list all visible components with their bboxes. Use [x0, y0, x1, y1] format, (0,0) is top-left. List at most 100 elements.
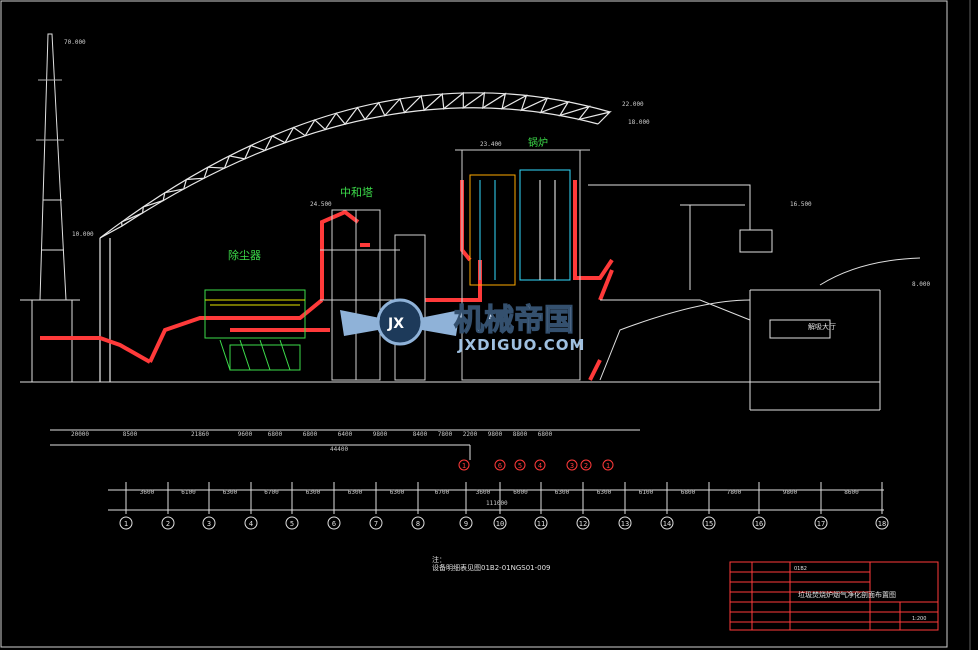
grid-axis-label: 5: [290, 520, 294, 528]
dust-collector: [204, 289, 306, 371]
red-marker-label: 1: [606, 462, 610, 470]
wing-right-icon: [420, 310, 460, 336]
span-labels: 3600 6100 6300 6700 6300 6300 6300 6700 3600 6000…: [71, 431, 859, 496]
span-bottom-label: 3600: [140, 489, 155, 496]
span-bottom-label: 6300: [555, 489, 570, 496]
span-bottom-label: 6000: [513, 489, 528, 496]
grid-axis-label: 9: [464, 520, 468, 528]
grid-axis-circle: [459, 516, 473, 530]
grid-axis-circle: [660, 516, 674, 530]
red-marker-circle: [534, 459, 546, 471]
grid-axis-circle: [161, 516, 175, 530]
elevation-marks: 70.000 22.000 18.000 23.400 24.500 16.50…: [64, 39, 930, 288]
grid-axis-label: 18: [878, 520, 886, 528]
span-top-label: 6800: [268, 431, 283, 438]
red-marker-circle: [458, 459, 470, 471]
grid-axis-circle: [618, 516, 632, 530]
note-title: 注：: [432, 555, 446, 564]
grid-axis-circle: [244, 516, 258, 530]
span-top-label: 8500: [123, 431, 138, 438]
watermark-logo: JX: [340, 298, 460, 346]
grid-axis-circle: [875, 516, 889, 530]
grid-axis-label: 15: [705, 520, 713, 528]
grid-axis-circle: [285, 516, 299, 530]
boiler: [455, 149, 590, 381]
label-workshop: 解吸大厅: [808, 322, 836, 331]
label-boiler: 锅炉: [528, 137, 548, 149]
grid-axis-label: 11: [537, 520, 545, 528]
grid-axis-label: 10: [496, 520, 504, 528]
title-block-sheet: 1:200: [912, 616, 926, 622]
elev-roof-peak: 22.000: [622, 101, 644, 108]
elev-tower-top: 24.500: [310, 201, 332, 208]
elev-chimney-top: 70.000: [64, 39, 86, 46]
span-top-label: 7800: [438, 431, 453, 438]
title-block-drawing-name: 垃圾焚烧炉烟气净化剖面布置图: [798, 590, 896, 599]
red-marker-label: 2: [584, 462, 588, 470]
grid-axis-circle: [814, 516, 828, 530]
span-top-label: 6400: [338, 431, 353, 438]
span-top-label: 21860: [191, 431, 209, 438]
span-bottom-label: 6800: [681, 489, 696, 496]
watermark-brand: 机械帝国: [454, 303, 574, 338]
span-top-label: 9800: [373, 431, 388, 438]
grid-axis-circle: [411, 516, 425, 530]
span-bottom-label: 6700: [435, 489, 450, 496]
label-neutralization-tower: 中和塔: [340, 186, 373, 199]
grid-axis-circle: [327, 516, 341, 530]
watermark-url: JXDIGUO.COM: [457, 336, 585, 354]
span-top-label: 8400: [413, 431, 428, 438]
red-marker-circle: [580, 459, 592, 471]
grid-axis-circle: [534, 516, 548, 530]
grid-axis-label: 13: [621, 520, 629, 528]
span-bottom-label: 6300: [597, 489, 612, 496]
grid-axis-circle: [119, 516, 133, 530]
span-bottom-label: 6100: [639, 489, 654, 496]
span-bottom-label: 3600: [476, 489, 491, 496]
red-marker-label: 3: [570, 462, 574, 470]
grid-axis-circle: [202, 516, 216, 530]
red-marker-label: 1: [462, 462, 466, 470]
span-bottom-label: 6300: [348, 489, 363, 496]
grid-axis-label: 4: [249, 520, 253, 528]
dimension-lines: [50, 429, 884, 511]
label-dust-collector: 除尘器: [228, 248, 261, 262]
crane-bunker: [588, 184, 921, 411]
red-marker-circle: [602, 459, 614, 471]
red-marker-label: 6: [498, 462, 502, 470]
grid-axis-label: 17: [817, 520, 825, 528]
span-bottom-label: 7800: [727, 489, 742, 496]
grid-axis-label: 16: [755, 520, 763, 528]
drawing-frame: [0, 0, 948, 648]
red-marker-circle: [514, 459, 526, 471]
span-top-label: 2200: [463, 431, 478, 438]
grid-axis-label: 7: [374, 520, 378, 528]
neutralization-tower: [320, 209, 426, 381]
span-bottom-label: 6100: [181, 489, 196, 496]
span-bottom-label: 9800: [783, 489, 798, 496]
grid-axis-circle: [752, 516, 766, 530]
chimney: [20, 33, 100, 383]
span-top-label: 9800: [488, 431, 503, 438]
elev-rail: 16.500: [790, 201, 812, 208]
span-top-label: 20000: [71, 431, 89, 438]
grid-axis-circle: [702, 516, 716, 530]
grid-ticks: [125, 482, 883, 514]
span-bottom-label: 6700: [264, 489, 279, 496]
note-text: 设备明细表见图01B2-01NGS01-009: [432, 563, 551, 572]
elev-left-low: 10.000: [72, 231, 94, 238]
span-top-label: 6800: [303, 431, 318, 438]
grid-axis-label: 2: [166, 520, 170, 528]
title-block: [729, 561, 939, 631]
grid-axis-circle: [369, 516, 383, 530]
grid-axis-label: 14: [663, 520, 671, 528]
span-top-label: 8800: [513, 431, 528, 438]
elev-boiler-top: 23.400: [480, 141, 502, 148]
span-top-label: 6800: [538, 431, 553, 438]
roof-truss: [99, 91, 612, 382]
span-bottom-label: 6300: [306, 489, 321, 496]
